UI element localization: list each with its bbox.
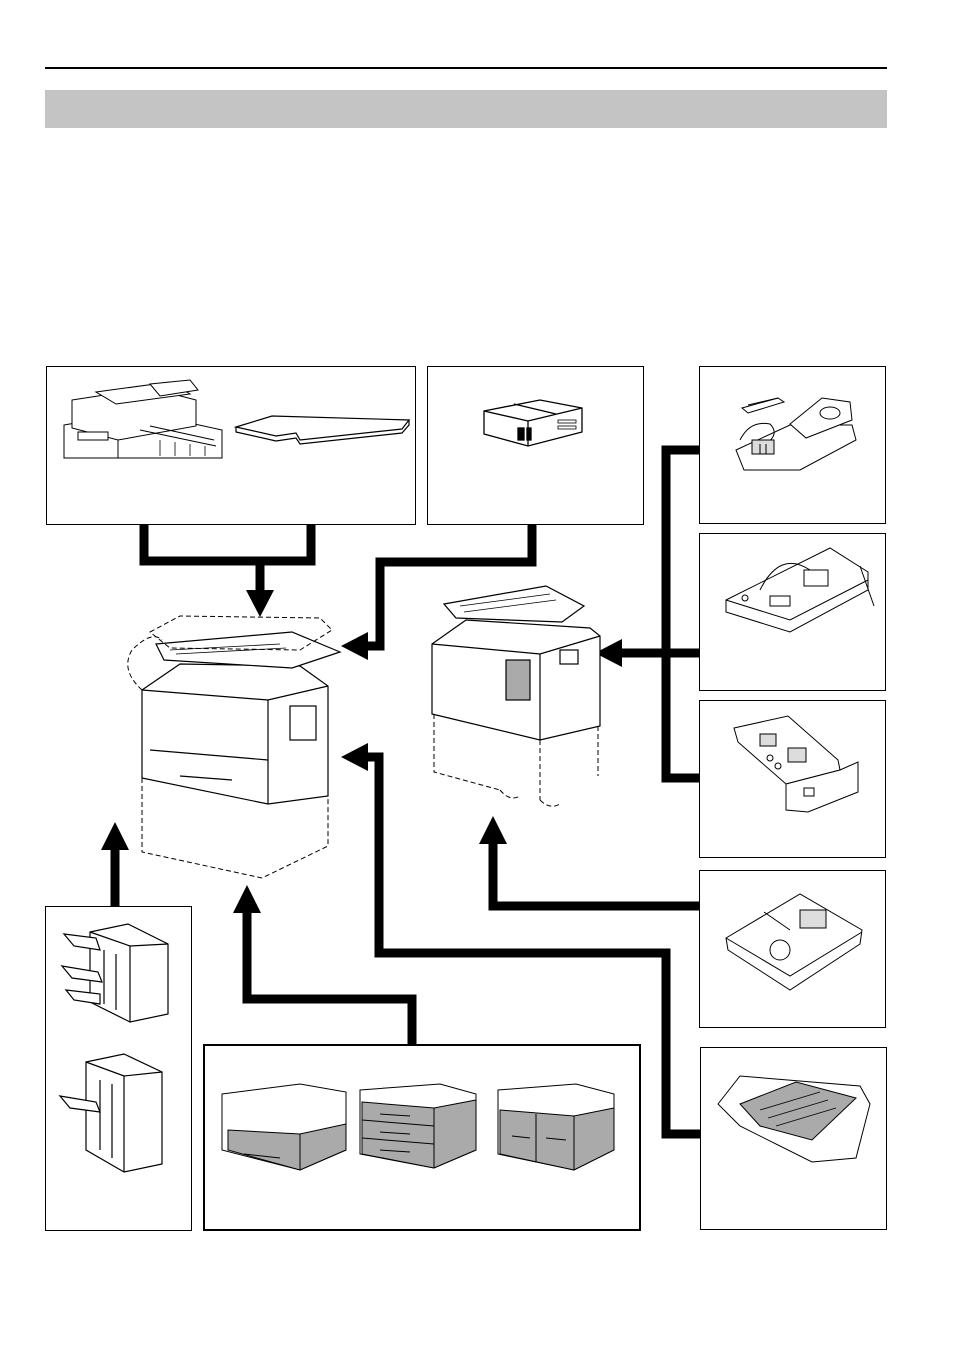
main-copier-illustration <box>127 615 342 879</box>
page-top-rule <box>45 67 887 69</box>
arrow-head-left-key-counter <box>341 632 368 660</box>
connector-key-counter <box>366 525 537 651</box>
printer-board-illustration <box>725 547 875 633</box>
finisher-illustration-lower <box>58 1053 163 1173</box>
option-box-key-counter <box>427 366 644 525</box>
arrow-head-left-controller <box>595 639 622 667</box>
memory-illustration <box>735 397 857 471</box>
paper-feeder-illustration-large <box>497 1083 615 1171</box>
original-cover-illustration <box>233 415 411 445</box>
network-card-illustration <box>733 715 859 813</box>
document-processor-illustration <box>63 379 223 459</box>
paper-feeder-illustration-triple <box>359 1083 477 1169</box>
connector-duplex-unit <box>366 752 700 1139</box>
arrow-head-up-finisher <box>101 822 129 850</box>
arrow-head-up-scanner <box>479 816 507 844</box>
arrow-head-left-duplex <box>341 743 368 771</box>
arrow-head-down-copier <box>246 590 274 617</box>
key-counter-illustration <box>483 399 583 447</box>
connector-scanner-kit <box>488 842 700 911</box>
arrow-head-up-feeders <box>233 885 261 913</box>
connector-paper-feeders <box>242 911 417 1044</box>
scanner-kit-illustration <box>725 893 863 991</box>
paper-feeder-illustration-single <box>221 1083 347 1171</box>
section-heading-bar <box>45 90 887 128</box>
connector-controller-options <box>620 445 700 783</box>
copier-on-stand-illustration <box>431 585 601 807</box>
finisher-illustration-upper <box>60 923 169 1023</box>
duplex-unit-illustration <box>717 1075 871 1163</box>
connector-document-processor <box>139 525 316 592</box>
